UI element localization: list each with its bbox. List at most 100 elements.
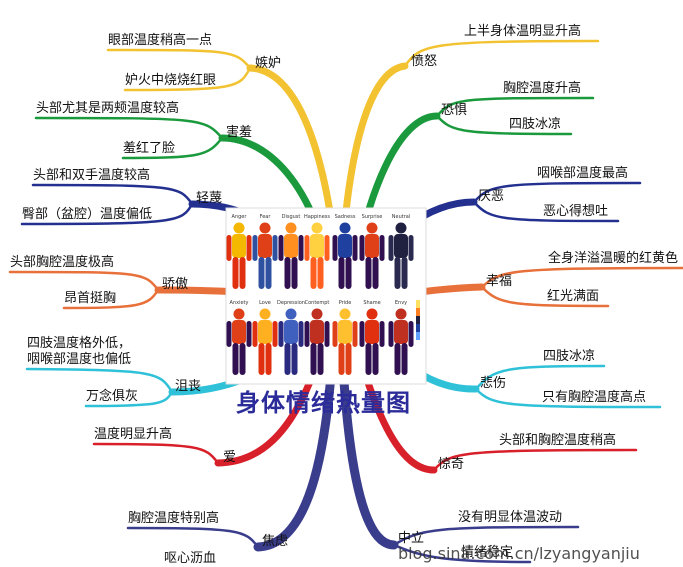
twig-sadness-1 xyxy=(474,364,606,391)
twig-jealousy-1 xyxy=(106,48,252,70)
emotion-happiness: 幸福 xyxy=(486,274,513,289)
figure-top-label: Anger xyxy=(232,214,248,220)
body-figure-top xyxy=(226,222,252,289)
figure-top-label: Disgust xyxy=(282,214,301,220)
twig-anxiety-1 xyxy=(126,526,260,549)
emotion-neutral: 中立 xyxy=(398,531,425,546)
twig-fear-2 xyxy=(435,114,573,136)
sadness-detail-2: 只有胸腔温度高点 xyxy=(542,390,647,405)
twig-shame-2 xyxy=(121,136,224,160)
shame-detail-1: 头部尤其是两颊温度较高 xyxy=(36,101,180,116)
anxiety-detail-1: 胸腔温度特别高 xyxy=(128,511,220,526)
body-figure-bottom xyxy=(359,308,385,375)
emotion-jealousy: 嫉妒 xyxy=(255,56,282,71)
figure-bottom-label: Anxiety xyxy=(230,300,249,306)
figure-bottom-label: Contempt xyxy=(305,300,330,306)
twig-neutral-2 xyxy=(392,543,532,564)
figure-bottom-label: Shame xyxy=(363,300,380,306)
contempt-detail-2: 臀部（盆腔）温度偏低 xyxy=(22,207,153,222)
twig-love-1 xyxy=(92,442,220,465)
jealousy-detail-1: 眼部温度稍高一点 xyxy=(108,33,213,48)
figure-top-label: Sadness xyxy=(335,214,356,220)
body-figure-top xyxy=(278,222,304,289)
twig-depression-2 xyxy=(84,390,174,408)
body-figure-top xyxy=(359,222,385,289)
body-figure-bottom xyxy=(226,308,252,375)
anger-detail-1: 上半身体温明显升高 xyxy=(464,24,582,39)
twig-neutral-1 xyxy=(392,525,580,547)
emotion-love: 爱 xyxy=(223,450,237,465)
figure-bottom-label: Envy xyxy=(395,300,407,306)
figure-top-label: Happiness xyxy=(304,214,330,220)
twig-happiness-1 xyxy=(480,266,683,289)
figure-top-label: Neutral xyxy=(392,214,410,220)
twig-contempt-1 xyxy=(31,183,194,206)
body-figure-top xyxy=(332,222,358,289)
disgust-detail-2: 恶心得想吐 xyxy=(543,204,609,219)
emotion-shame: 害羞 xyxy=(226,125,253,140)
twig-disgust-1 xyxy=(472,181,642,204)
twig-disgust-2 xyxy=(472,200,620,223)
depression-detail-1: 四肢温度格外低， xyxy=(27,336,132,351)
heat-scale-segment xyxy=(416,316,420,324)
twig-contempt-2 xyxy=(20,202,194,226)
shame-detail-2: 羞红了脸 xyxy=(123,141,176,156)
pride-detail-2: 昂首挺胸 xyxy=(64,291,117,306)
depression-detail-2: 咽喉部温度也偏低 xyxy=(27,352,132,367)
body-figure-bottom xyxy=(332,308,358,375)
love-detail-1: 温度明显升高 xyxy=(94,427,173,442)
emotion-depression: 沮丧 xyxy=(175,379,202,394)
jealousy-detail-2: 妒火中烧烧红眼 xyxy=(125,73,217,88)
pride-detail-1: 头部胸腔温度极高 xyxy=(10,255,115,270)
body-figure-bottom xyxy=(252,308,278,375)
twig-pride-2 xyxy=(62,288,160,310)
twig-happiness-2 xyxy=(480,285,610,308)
twig-sadness-2 xyxy=(474,387,662,409)
emotion-anger: 愤怒 xyxy=(411,54,438,69)
twig-depression-1 xyxy=(25,367,174,394)
emotion-disgust: 厌恶 xyxy=(478,189,505,204)
fear-detail-1: 胸腔温度升高 xyxy=(503,81,582,96)
figure-top-label: Fear xyxy=(260,214,272,220)
twig-anger-1 xyxy=(403,39,600,68)
emotion-fear: 恐惧 xyxy=(441,103,468,118)
figure-bottom-label: Depression xyxy=(277,300,305,306)
center-title: 身体情绪热量图 xyxy=(236,389,411,417)
body-figure-top xyxy=(252,222,278,289)
neutral-detail-2: 情绪稳定 xyxy=(461,545,514,560)
fear-detail-2: 四肢冰凉 xyxy=(509,117,562,132)
twig-jealousy-2 xyxy=(123,66,252,92)
body-figure-bottom xyxy=(304,308,330,375)
heat-scale-segment xyxy=(416,308,420,316)
heat-scale-segment xyxy=(416,300,420,308)
heat-scale-segment xyxy=(416,332,420,340)
sadness-detail-1: 四肢冰凉 xyxy=(543,349,596,364)
happiness-detail-2: 红光满面 xyxy=(547,289,600,304)
emotion-sadness: 悲伤 xyxy=(480,376,507,391)
emotion-anxiety: 焦虑 xyxy=(262,534,289,549)
anxiety-detail-2: 呕心沥血 xyxy=(164,551,217,566)
emotion-contempt: 轻蔑 xyxy=(196,191,223,206)
neutral-detail-1: 没有明显体温波动 xyxy=(458,510,563,525)
body-figure-top xyxy=(388,222,414,289)
figure-bottom-label: Pride xyxy=(339,300,352,306)
heat-scale-segment xyxy=(416,324,420,332)
body-figure-top xyxy=(304,222,330,289)
twig-surprise-1 xyxy=(432,448,638,472)
emotion-pride: 骄傲 xyxy=(162,277,189,292)
figure-bottom-label: Love xyxy=(259,300,271,306)
body-figure-bottom xyxy=(388,308,414,375)
twig-pride-1 xyxy=(8,270,160,292)
twig-shame-1 xyxy=(34,116,224,140)
disgust-detail-1: 咽喉部温度最高 xyxy=(537,166,629,181)
happiness-detail-1: 全身洋溢温暖的红黄色 xyxy=(548,251,679,266)
figure-top-label: Surprise xyxy=(362,214,383,220)
watermark: blog.sina.com.cn/lzyangyanjiu xyxy=(398,544,640,563)
twig-fear-1 xyxy=(435,96,595,118)
depression-detail-3: 万念俱灰 xyxy=(86,389,139,404)
surprise-detail-1: 头部和胸腔温度稍高 xyxy=(499,433,617,448)
contempt-detail-1: 头部和双手温度较高 xyxy=(33,168,151,183)
emotion-surprise: 惊奇 xyxy=(438,457,465,472)
body-figure-bottom xyxy=(278,308,304,375)
